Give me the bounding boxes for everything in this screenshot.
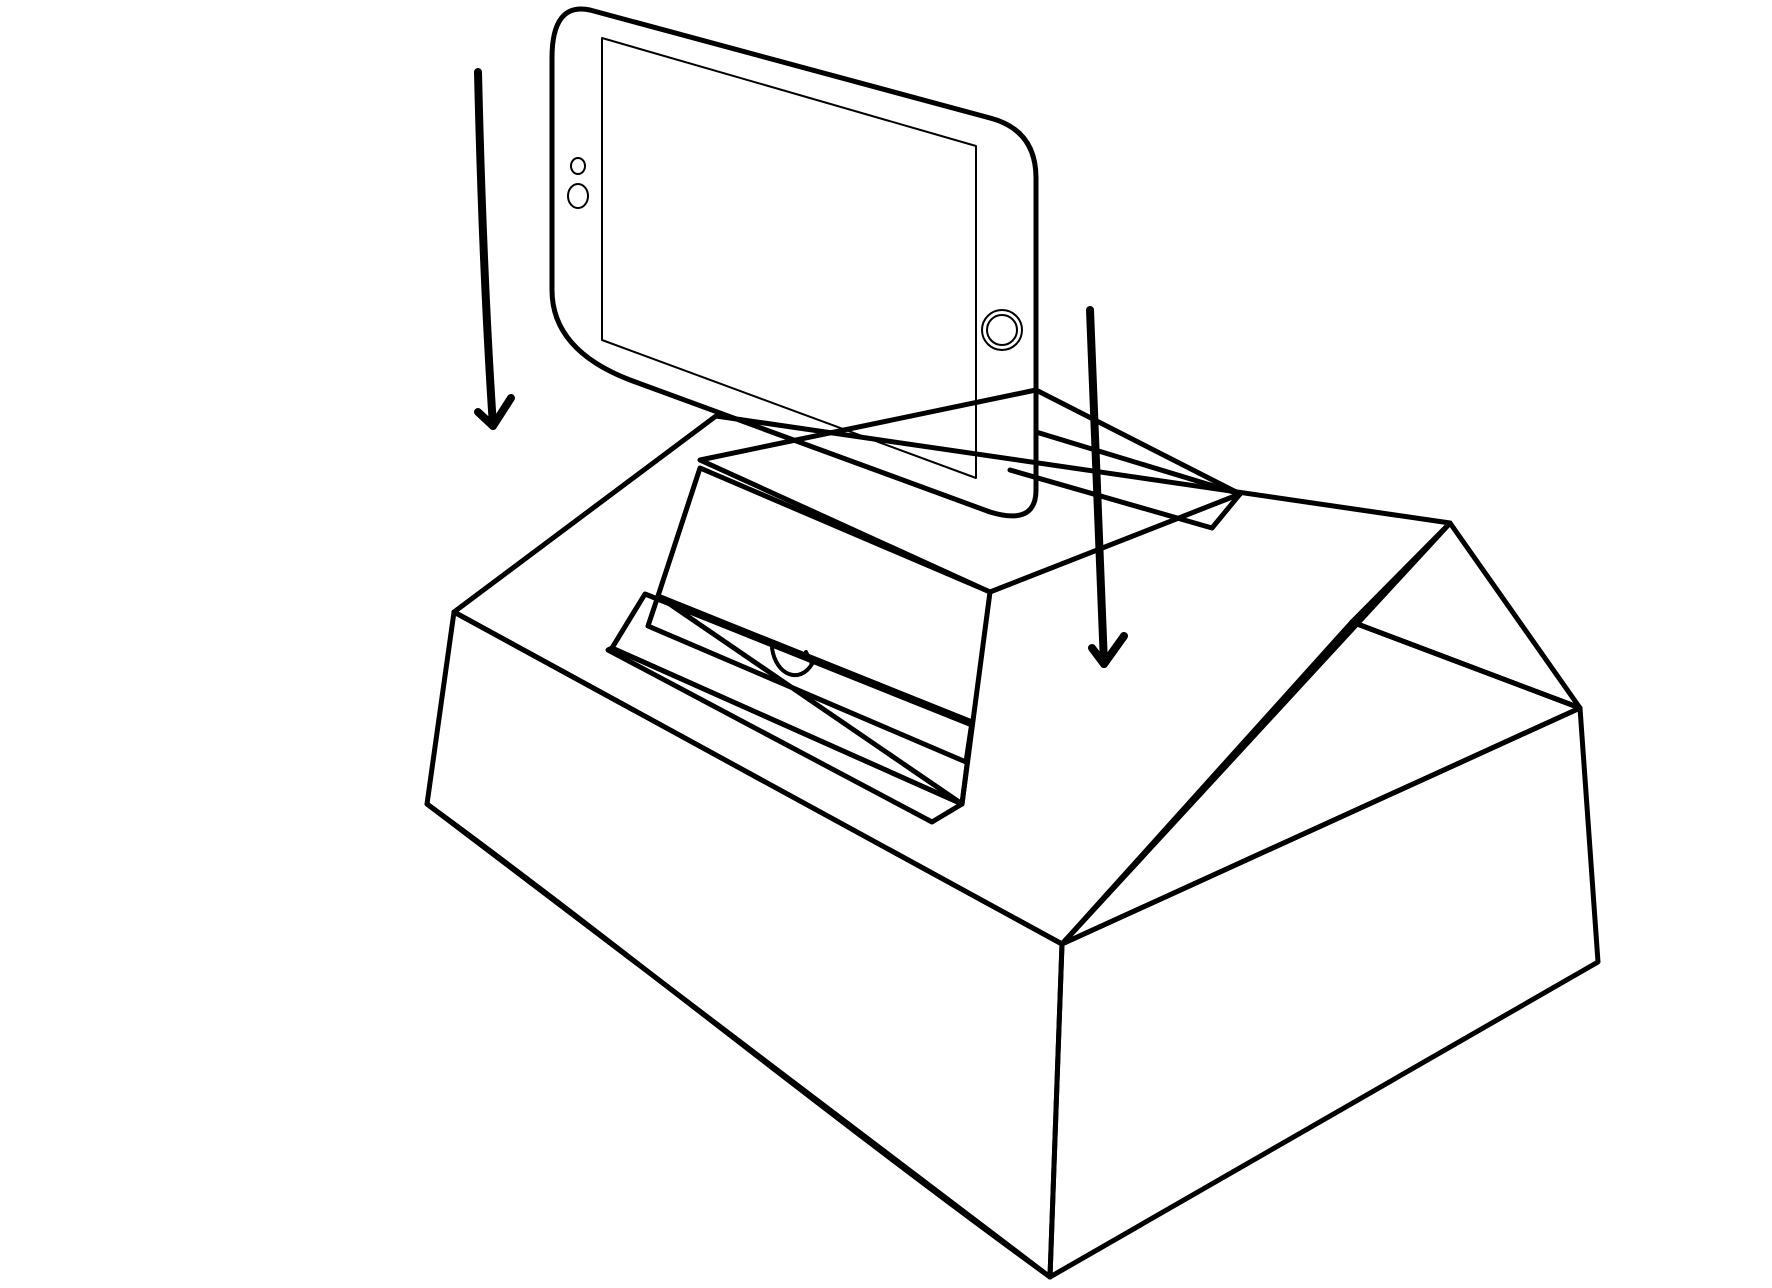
rear-slot-flap xyxy=(700,390,1240,592)
box-bottom-edge xyxy=(427,804,1050,1277)
camera-icon-secondary xyxy=(568,184,588,208)
tablet xyxy=(552,9,1036,516)
home-button-inner xyxy=(987,315,1017,345)
roof-flap xyxy=(1062,523,1580,944)
camera-icon xyxy=(571,158,585,174)
box-left-face xyxy=(427,612,1062,1277)
down-arrow-icon-right xyxy=(1090,310,1104,664)
box-base xyxy=(427,416,1598,1277)
arrow-right xyxy=(1090,310,1124,664)
tablet-icon xyxy=(552,9,1036,516)
roof-flap-lower xyxy=(1062,622,1580,944)
rear-slot-groove xyxy=(1010,432,1240,528)
down-arrow-icon xyxy=(478,72,493,426)
roof-flap-ridge xyxy=(1062,523,1580,944)
cradle-stand xyxy=(608,468,990,822)
arrow-left xyxy=(478,72,511,426)
roof-flap-upper xyxy=(1352,523,1580,708)
box-right-face xyxy=(1050,708,1598,1277)
down-arrow-head-right xyxy=(1092,636,1124,664)
rear-slot-panel xyxy=(700,390,1240,592)
